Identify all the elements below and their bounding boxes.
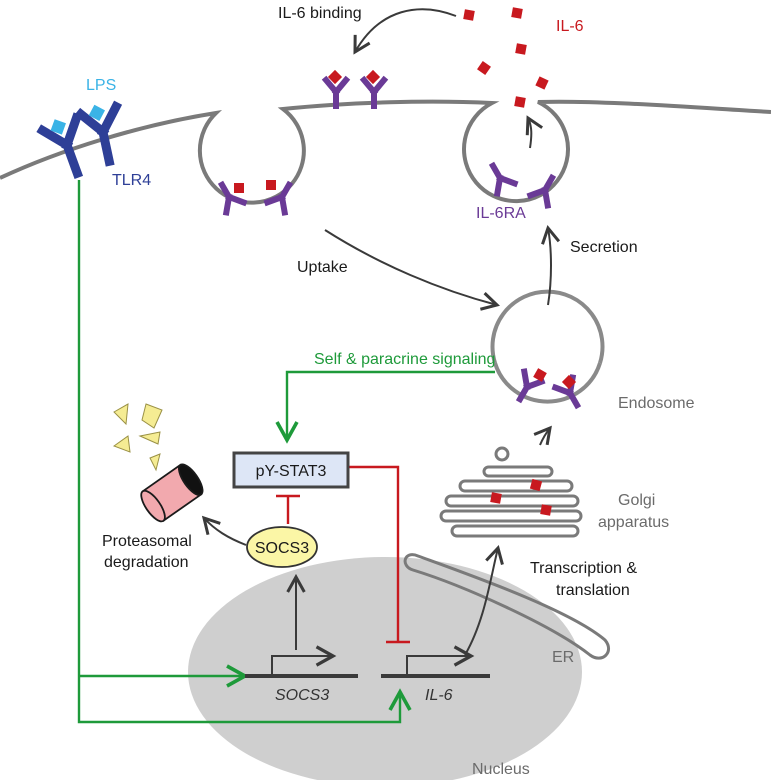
- nucleus-label: Nucleus: [472, 761, 530, 778]
- endosome-label: Endosome: [618, 395, 695, 412]
- degradation-arrow: [201, 515, 247, 546]
- proteasome: [140, 463, 204, 523]
- red-inhibition: [276, 465, 410, 644]
- er-label: ER: [552, 649, 574, 666]
- uptake-label: Uptake: [297, 259, 348, 276]
- socs3-gene: [245, 645, 358, 678]
- peptide-fragments: [112, 403, 163, 472]
- stat3-to-il6-inhibition: [349, 465, 400, 642]
- endoplasmic-reticulum: [403, 553, 611, 660]
- tlr4-label: TLR4: [112, 172, 151, 189]
- proteasomal-label-line2: degradation: [104, 554, 189, 571]
- uptake-arrow: [324, 229, 500, 311]
- nucleus: [188, 557, 582, 780]
- il6ra-label: IL-6RA: [476, 205, 526, 222]
- pathway-arrows: [201, 8, 561, 656]
- il6-receptors: [217, 75, 582, 410]
- tlr4-receptors: [36, 100, 123, 179]
- self-paracrine-label: Self & paracrine signaling: [314, 351, 495, 368]
- transcription-arrow: [464, 545, 504, 656]
- pystat3-box: [232, 451, 350, 489]
- socs3-protein-label: SOCS3: [255, 540, 309, 557]
- paracrine-signal-line: [275, 370, 495, 444]
- proteasomal-label-line1: Proteasomal: [102, 533, 192, 550]
- golgi-label-line2: apparatus: [598, 514, 669, 531]
- secretion-label: Secretion: [570, 239, 638, 256]
- pystat3-label: pY-STAT3: [256, 463, 327, 480]
- il6-label: IL-6: [556, 18, 584, 35]
- endosome-vesicle: [490, 289, 605, 364]
- secretion-from-golgi-arrow: [541, 224, 561, 306]
- golgi-to-endosome-arrow: [533, 425, 552, 446]
- tlr4-signal-line: [77, 180, 412, 724]
- transcription-label-line1: Transcription &: [530, 560, 637, 577]
- green-signaling: [77, 180, 495, 724]
- socs3-protein: [246, 526, 318, 568]
- secretion-arrow: [525, 115, 544, 149]
- bound-il6: [234, 69, 577, 390]
- il6-cytokines: [463, 7, 552, 516]
- il6-binding-label: IL-6 binding: [278, 5, 362, 22]
- golgi-label-line1: Golgi: [618, 492, 655, 509]
- socs3-gene-label: SOCS3: [275, 687, 329, 704]
- il6-gene: [381, 645, 490, 678]
- lps-label: LPS: [86, 77, 116, 94]
- il6-gene-label: IL-6: [425, 687, 453, 704]
- cell-membrane: [0, 99, 771, 205]
- golgi-apparatus: [439, 446, 583, 538]
- transcription-label-line2: translation: [556, 582, 630, 599]
- il6-binding-arrow: [353, 8, 457, 55]
